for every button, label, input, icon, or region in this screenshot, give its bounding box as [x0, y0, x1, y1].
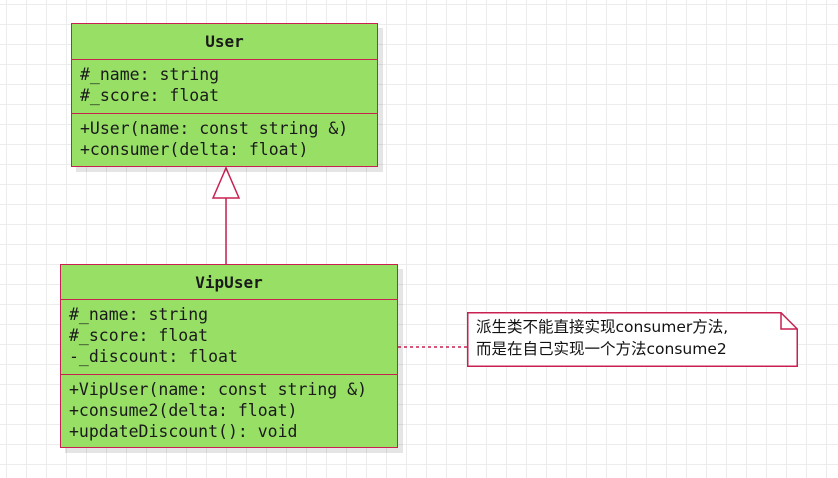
attribute: #_name: string	[69, 305, 209, 324]
note-line: 而是在自己实现一个方法consume2	[476, 340, 727, 358]
attribute: #_score: float	[69, 326, 209, 345]
note-line: 派生类不能直接实现consumer方法,	[476, 318, 729, 336]
operation: +VipUser(name: const string &)	[69, 380, 368, 399]
generalization-arrowhead[interactable]	[211, 166, 241, 199]
class-vipuser[interactable]: VipUser #_name: string #_score: float -_…	[60, 264, 398, 448]
attribute: #_score: float	[80, 86, 220, 105]
class-name: VipUser	[61, 265, 397, 300]
operation: +User(name: const string &)	[80, 119, 349, 138]
operations-compartment: +User(name: const string &) +consumer(de…	[72, 114, 377, 160]
operation: +consumer(delta: float)	[80, 140, 309, 159]
operation: +consume2(delta: float)	[69, 401, 298, 420]
class-user[interactable]: User #_name: string #_score: float +User…	[71, 23, 378, 167]
note-shape	[467, 312, 798, 367]
operation: +updateDiscount(): void	[69, 422, 298, 441]
uml-note[interactable]: 派生类不能直接实现consumer方法, 而是在自己实现一个方法consume2	[467, 312, 798, 367]
operations-compartment: +VipUser(name: const string &) +consume2…	[61, 375, 397, 442]
attribute: #_name: string	[80, 65, 220, 84]
class-name: User	[72, 24, 377, 60]
attributes-compartment: #_name: string #_score: float -_discount…	[61, 300, 397, 375]
attribute: -_discount: float	[69, 347, 238, 366]
attributes-compartment: #_name: string #_score: float	[72, 60, 377, 114]
note-text: 派生类不能直接实现consumer方法, 而是在自己实现一个方法consume2	[476, 316, 780, 360]
